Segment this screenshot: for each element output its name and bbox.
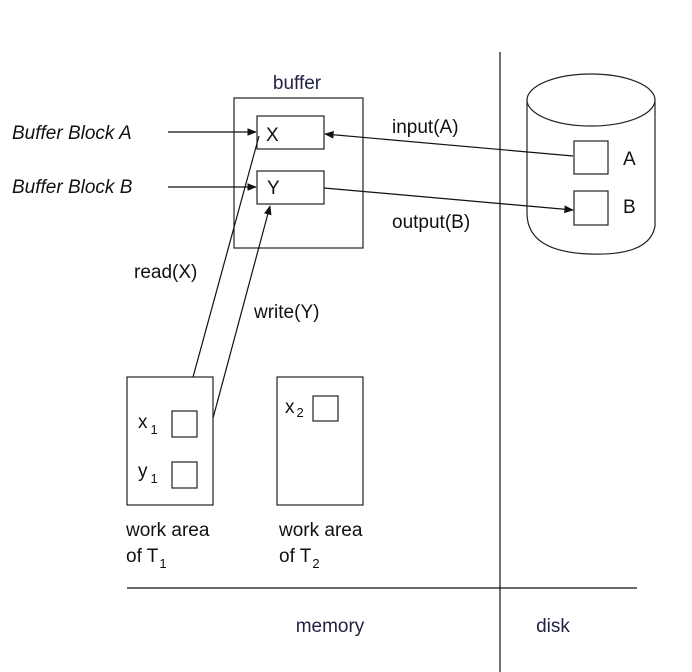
- output-label: output(B): [392, 212, 470, 233]
- work-area-t1-y-cell: [171, 461, 198, 489]
- work-area-t1-x-cell: [171, 410, 198, 438]
- disk-cylinder: [526, 73, 656, 255]
- buffer-title: buffer: [273, 73, 322, 94]
- disk-block-a: [573, 140, 609, 175]
- work-area-t2-caption-owner: of T2: [279, 546, 320, 571]
- buffer-block-b-label: Buffer Block B: [12, 177, 133, 198]
- write-label: write(Y): [253, 302, 319, 323]
- disk-block-a-label: A: [623, 149, 636, 170]
- buffer-block-y-label: Y: [267, 178, 280, 199]
- disk-block-b: [573, 190, 609, 226]
- memory-region-label: memory: [296, 616, 365, 637]
- input-arrow: [324, 130, 574, 157]
- read-arrow: [182, 135, 260, 411]
- buffer-block-x-label: X: [266, 125, 279, 146]
- output-arrow: [323, 187, 574, 214]
- work-area-t1-box: [126, 376, 214, 506]
- work-area-t1-caption: work area: [125, 520, 210, 541]
- read-label: read(X): [134, 262, 197, 283]
- work-area-t2-x-cell: [312, 395, 339, 422]
- input-label: input(A): [392, 117, 459, 138]
- buffer-block-x: [256, 115, 325, 150]
- disk-region-label: disk: [536, 616, 570, 637]
- disk-block-b-label: B: [623, 197, 636, 218]
- work-area-t1-caption-owner: of T1: [126, 546, 167, 571]
- buffer-block-y: [256, 170, 325, 205]
- work-area-t2-caption: work area: [278, 520, 363, 541]
- buffer-block-a-label: Buffer Block A: [12, 123, 132, 144]
